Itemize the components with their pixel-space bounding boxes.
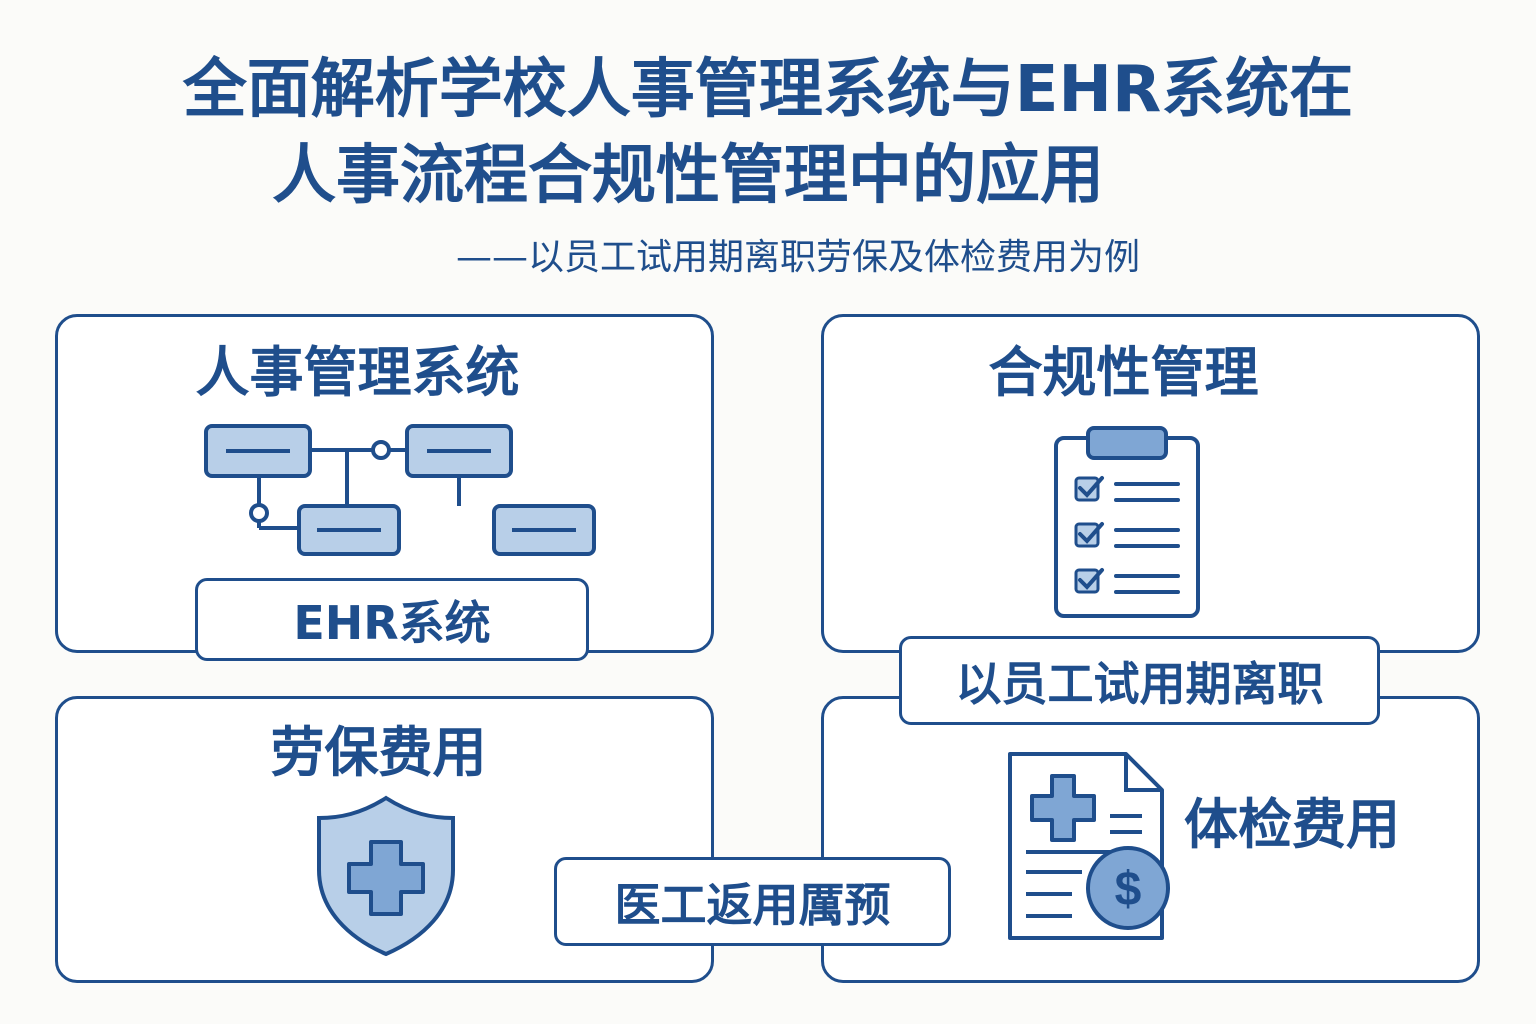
page-title-line1: 全面解析学校人事管理系统与EHR系统在 <box>182 53 1354 127</box>
panel-medical-exam-title: 体检费用 <box>1184 793 1400 856</box>
page-title-line2: 人事流程合规性管理中的应用 <box>272 139 1104 213</box>
svg-text:$: $ <box>1115 863 1142 916</box>
tag-labor-insurance-note: 医工返用厲预 <box>554 857 951 946</box>
panel-labor-insurance-title: 劳保费用 <box>270 721 487 784</box>
panel-hr-system-title: 人事管理系统 <box>195 341 520 404</box>
tag-ehr-system: EHR系统 <box>195 578 589 661</box>
shield-cross-icon <box>317 795 455 957</box>
clipboard-checklist-icon <box>1054 426 1200 618</box>
medical-document-dollar-icon: $ <box>1008 752 1170 940</box>
panel-compliance-title: 合规性管理 <box>988 341 1259 404</box>
page-subtitle: ——以员工试用期离职劳保及体检费用为例 <box>455 237 1140 278</box>
tag-probation-resignation: 以员工试用期离职 <box>899 636 1380 725</box>
org-chart-icon <box>204 424 596 556</box>
